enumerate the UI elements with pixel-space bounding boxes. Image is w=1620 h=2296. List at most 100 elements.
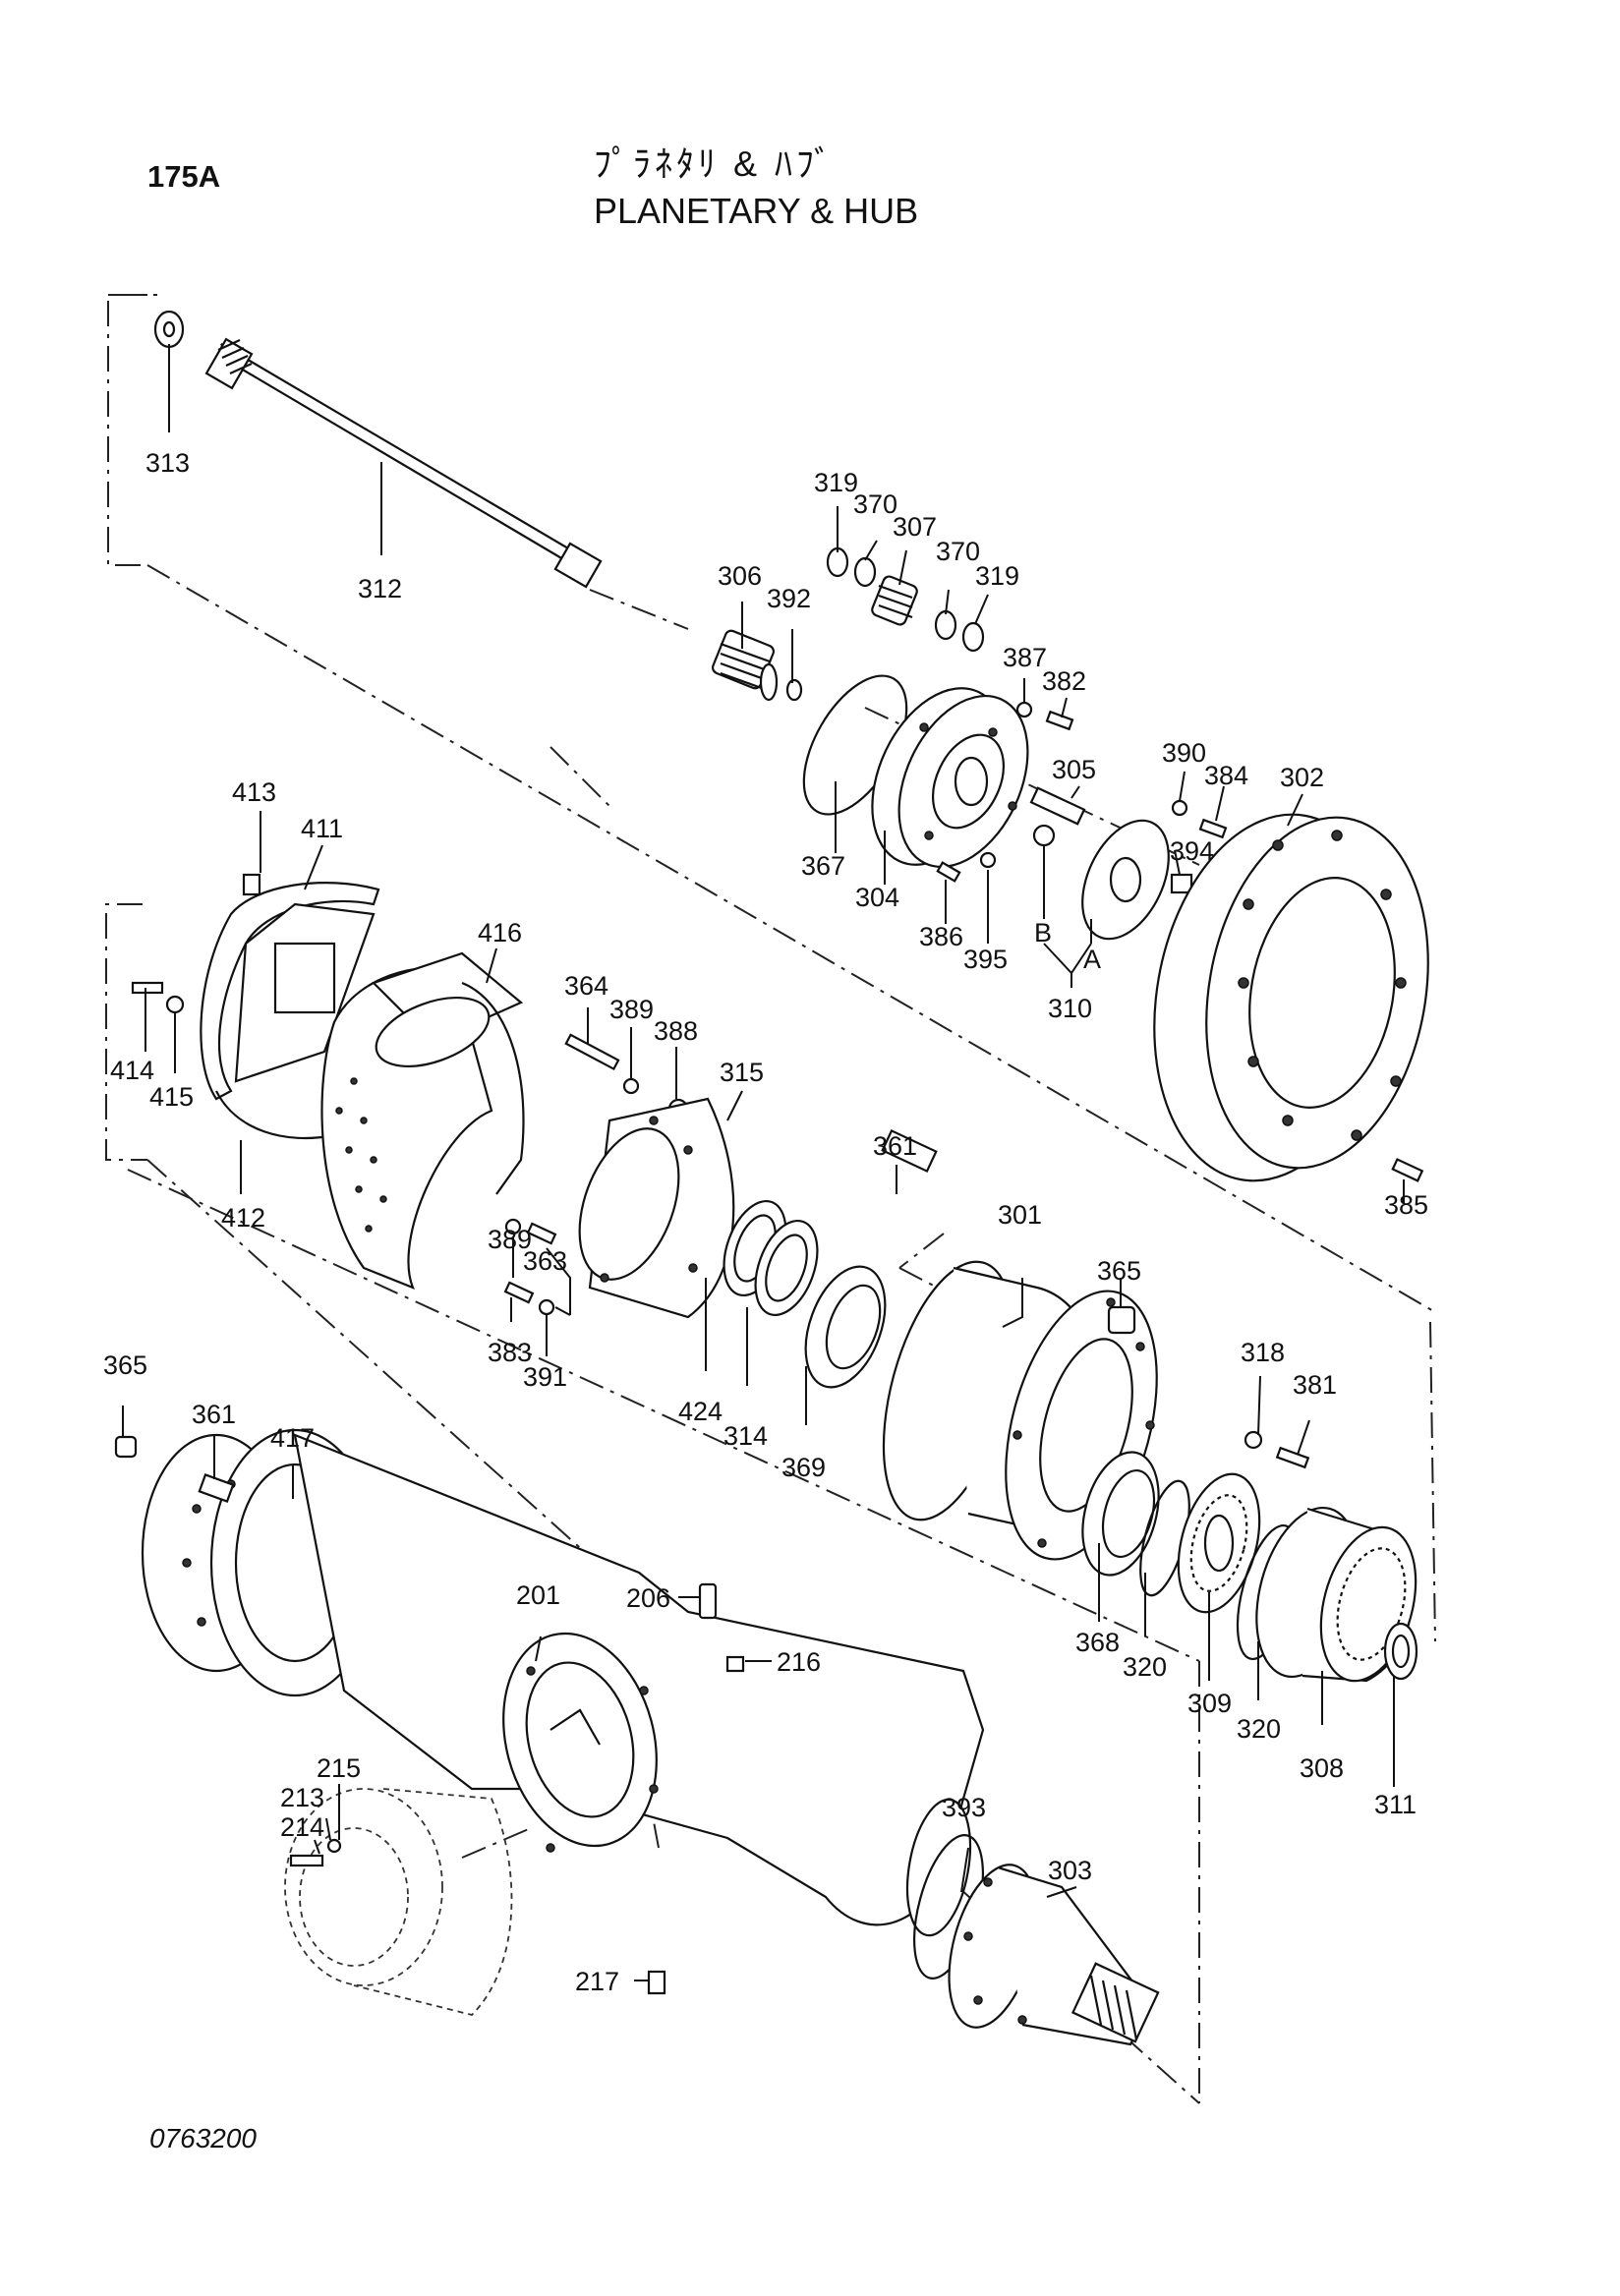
callout-368: 368 [1075, 1628, 1120, 1657]
callout-365: 365 [103, 1350, 147, 1380]
callout-302: 302 [1280, 763, 1324, 792]
title-english: PLANETARY & HUB [594, 191, 919, 231]
callout-318: 318 [1241, 1338, 1285, 1367]
callout-364: 364 [564, 971, 608, 1001]
part-411-backing-plate [200, 882, 380, 1101]
callout-320: 320 [1237, 1714, 1281, 1744]
part-304-planet-carrier [871, 687, 1029, 869]
part-413-clip [242, 873, 261, 896]
callout-311: 311 [1374, 1790, 1417, 1819]
callout-382: 382 [1042, 666, 1086, 696]
callout-308: 308 [1300, 1753, 1344, 1783]
part-308-ring-gear [1255, 1506, 1418, 1683]
callout-384: 384 [1204, 761, 1248, 790]
callout-387: 387 [1003, 643, 1047, 672]
callout-315: 315 [720, 1058, 764, 1087]
callout-215: 215 [317, 1753, 361, 1783]
callout-363: 363 [523, 1246, 567, 1276]
leader-lines [122, 344, 1405, 1981]
part-b-ball [1032, 824, 1056, 847]
part-365-nut-left [114, 1435, 138, 1459]
part-311-lock-nut [1383, 1622, 1418, 1681]
part-310-thrust-plate [1081, 819, 1170, 941]
part-303-spindle [948, 1864, 1160, 2046]
drawing-number: 0763200 [149, 2123, 258, 2153]
callout-313: 313 [145, 448, 190, 478]
callout-391: 391 [523, 1362, 567, 1392]
callout-361: 361 [873, 1131, 917, 1161]
part-364-stud-nut [564, 1033, 689, 1119]
part-318-381-lock-plate-bolt [1244, 1430, 1310, 1469]
callout-395: 395 [963, 945, 1008, 974]
callout-388: 388 [654, 1016, 698, 1046]
callout-416: 416 [478, 918, 522, 947]
callout-424: 424 [678, 1397, 723, 1426]
callout-390: 390 [1162, 738, 1206, 768]
callout-310: 310 [1048, 994, 1092, 1023]
callout-314: 314 [723, 1421, 768, 1451]
callout-214: 214 [280, 1812, 324, 1842]
part-201-axle-housing [141, 1428, 985, 1937]
callout-386: 386 [919, 922, 963, 951]
part-414-415-bolt-washer [131, 981, 185, 1014]
callout-394: 394 [1170, 836, 1214, 866]
callout-307: 307 [893, 512, 937, 542]
part-368-bearing [1081, 1451, 1160, 1577]
callout-415: 415 [149, 1082, 194, 1112]
callout-414: 414 [110, 1056, 154, 1085]
callout-393: 393 [942, 1793, 986, 1822]
callout-411: 411 [301, 814, 343, 843]
callout-381: 381 [1293, 1370, 1337, 1400]
callout-B: B [1034, 918, 1052, 947]
callout-417: 417 [270, 1423, 315, 1453]
callout-389: 389 [488, 1225, 532, 1254]
part-385-bolt [1391, 1158, 1424, 1182]
page-number: 175A [147, 159, 221, 194]
callout-385: 385 [1384, 1190, 1428, 1220]
part-309-ring-gear-hub [1177, 1472, 1261, 1614]
callout-213: 213 [280, 1783, 324, 1812]
part-412-dust-shield [215, 1090, 335, 1140]
callout-301: 301 [998, 1200, 1042, 1230]
callout-216: 216 [777, 1647, 821, 1677]
callout-217: 217 [575, 1967, 619, 1996]
part-206-216-217-plugs [647, 1582, 745, 1995]
callout-306: 306 [718, 561, 762, 591]
callout-304: 304 [855, 883, 899, 912]
part-315-brake-flange [578, 1097, 735, 1319]
part-392-snap-ring [785, 678, 803, 702]
callout-367: 367 [801, 851, 845, 881]
callout-369: 369 [781, 1453, 826, 1482]
part-312-axle-shaft [204, 337, 603, 589]
callout-319: 319 [814, 468, 858, 497]
small-fasteners-upper [936, 701, 1228, 894]
part-302-brake-drum [1153, 813, 1429, 1182]
part-361-stud-left [198, 1473, 235, 1503]
callout-389: 389 [609, 995, 654, 1024]
part-313-washer [153, 310, 185, 349]
callout-312: 312 [358, 574, 402, 603]
callout-309: 309 [1187, 1689, 1232, 1718]
callout-303: 303 [1048, 1856, 1092, 1885]
part-306-sun-gear [711, 629, 779, 702]
callout-370: 370 [853, 489, 897, 519]
callout-365: 365 [1097, 1256, 1141, 1286]
part-389-383-bolts [503, 1218, 557, 1316]
callout-383: 383 [488, 1338, 532, 1367]
callout-201: 201 [516, 1580, 560, 1610]
differential-carrier-phantom [284, 1788, 513, 2016]
callout-labels: 313 312 319 370 307 370 319 306 392 387 … [103, 448, 1428, 1996]
callout-A: A [1083, 945, 1101, 974]
callout-361: 361 [192, 1400, 236, 1429]
callout-319: 319 [975, 561, 1019, 591]
callout-206: 206 [626, 1583, 670, 1613]
callout-320: 320 [1123, 1652, 1167, 1682]
callout-413: 413 [232, 777, 276, 807]
part-394-plug [1170, 873, 1193, 894]
part-305-planet-shaft [1029, 786, 1086, 826]
title-japanese: ﾌﾟﾗﾈﾀﾘ & ﾊﾌﾞ [594, 144, 837, 184]
part-416-brake-shoe-assembly [320, 951, 525, 1290]
callout-412: 412 [221, 1203, 265, 1233]
